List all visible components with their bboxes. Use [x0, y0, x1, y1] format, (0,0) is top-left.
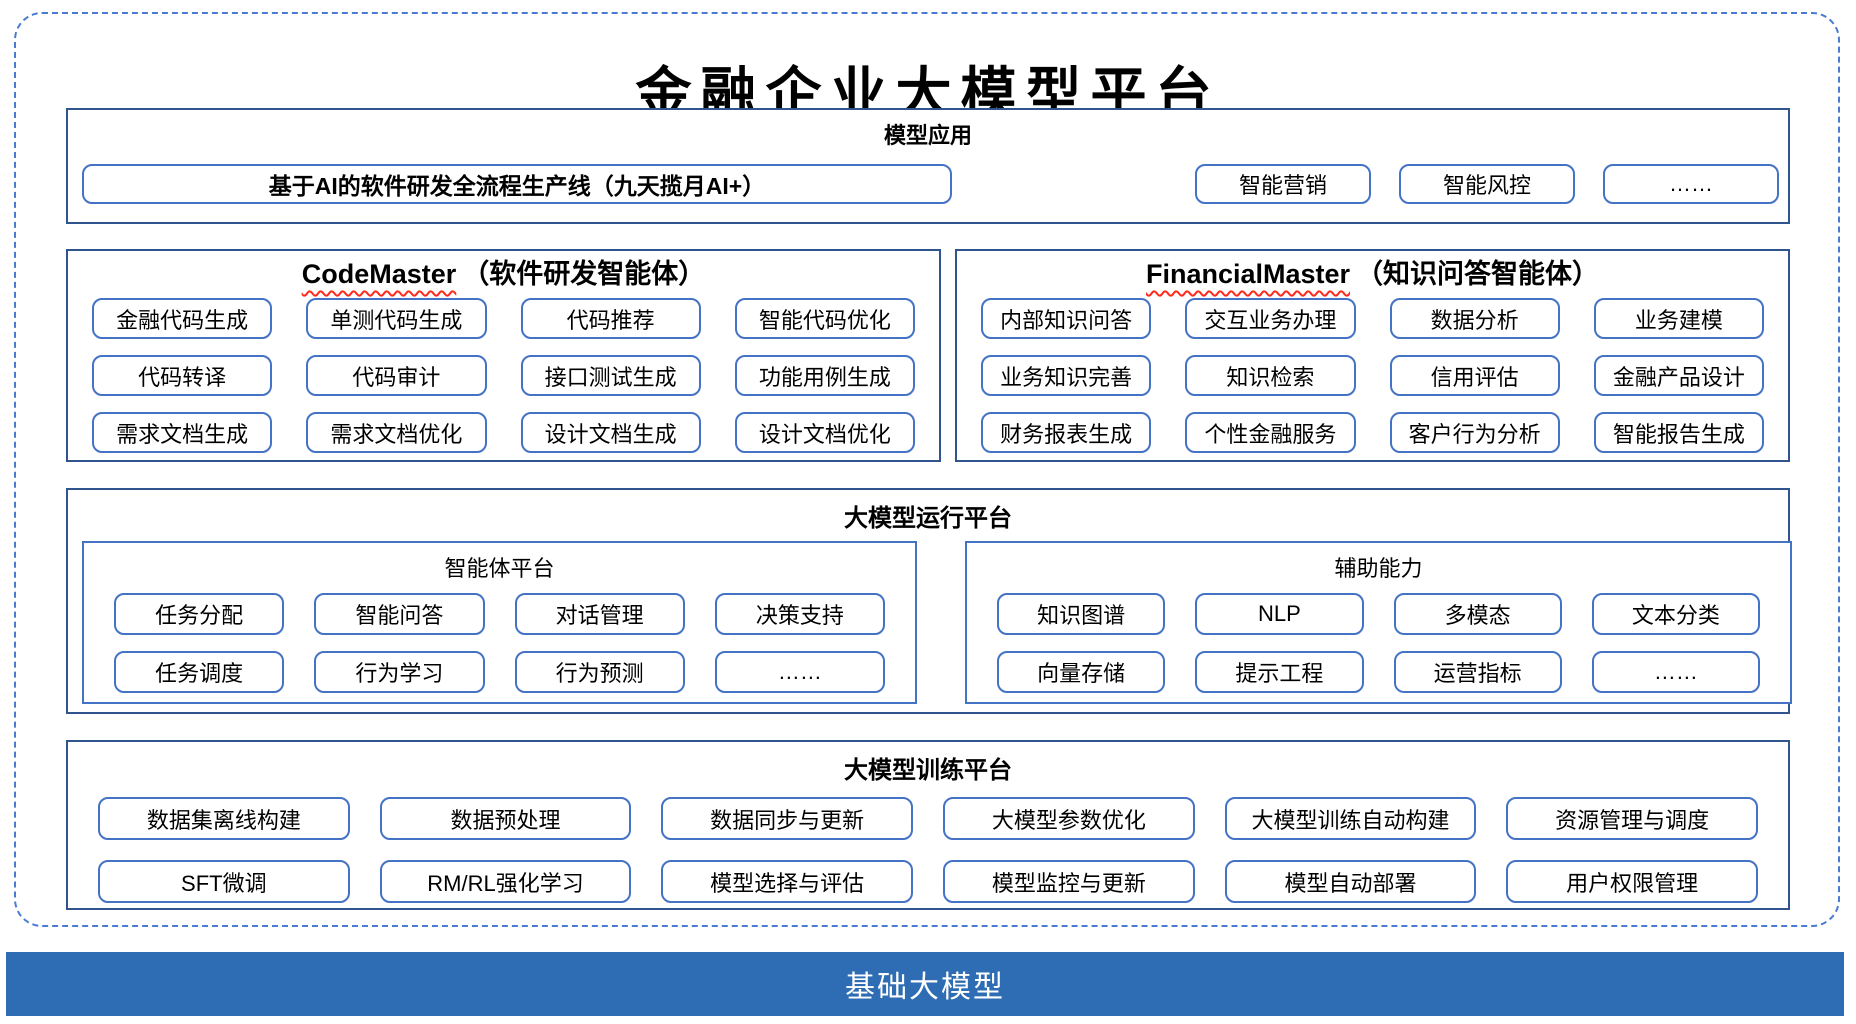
capability-box: 智能代码优化 [734, 298, 915, 340]
capability-box: 运营指标 [1393, 651, 1562, 693]
application-box: 智能风控 [1399, 164, 1575, 204]
capability-box: 数据同步与更新 [661, 797, 913, 840]
capability-box: 知识检索 [1185, 355, 1356, 397]
capability-box: RM/RL强化学习 [379, 860, 632, 903]
capability-box: 代码转译 [92, 355, 273, 397]
capability-box: 智能问答 [314, 593, 485, 635]
codemaster-capability-grid: 金融代码生成单测代码生成代码推荐智能代码优化代码转译代码审计接口测试生成功能用例… [68, 290, 939, 454]
capability-box: 代码推荐 [520, 298, 701, 340]
codemaster-name: CodeMaster [301, 259, 457, 289]
capability-box: 金融代码生成 [92, 298, 273, 340]
section-financialmaster: FinancialMaster（知识问答智能体） 内部知识问答交互业务办理数据分… [955, 249, 1790, 462]
capability-box: 交互业务办理 [1185, 298, 1356, 340]
capability-box: 行为预测 [514, 651, 685, 693]
base-model-bar: 基础大模型 [6, 952, 1844, 1016]
capability-box: 数据预处理 [379, 797, 632, 840]
subsection-agent-platform: 智能体平台 任务分配智能问答对话管理决策支持任务调度行为学习行为预测 …… [82, 541, 917, 704]
application-box-list: 智能营销智能风控 …… [1195, 164, 1779, 204]
capability-box: 提示工程 [1195, 651, 1364, 693]
capability-box: 设计文档优化 [734, 412, 915, 454]
capability-box: 决策支持 [714, 593, 885, 635]
auxiliary-title: 辅助能力 [1334, 556, 1423, 581]
subsection-auxiliary-capabilities: 辅助能力 知识图谱 NLP 多模态文本分类向量存储提示工程运营指标 …… [965, 541, 1792, 704]
section-model-application-title: 模型应用 [883, 123, 972, 148]
application-box: …… [1603, 164, 1779, 204]
capability-box: 行为学习 [314, 651, 485, 693]
application-row: 基于AI的软件研发全流程生产线（九天揽月AI+） 智能营销智能风控 …… [68, 150, 1788, 204]
codemaster-subtitle: （软件研发智能体） [462, 259, 706, 289]
financialmaster-capability-grid: 内部知识问答交互业务办理数据分析业务建模业务知识完善知识检索信用评估金融产品设计… [957, 290, 1788, 454]
capability-box: 财务报表生成 [981, 412, 1152, 454]
financialmaster-subtitle: （知识问答智能体） [1356, 259, 1600, 289]
training-platform-title: 大模型训练平台 [844, 757, 1012, 784]
capability-box: 数据集离线构建 [98, 797, 350, 840]
agent-platform-title: 智能体平台 [444, 556, 555, 581]
capability-box: 大模型训练自动构建 [1224, 797, 1477, 840]
section-runtime-platform: 大模型运行平台 智能体平台 任务分配智能问答对话管理决策支持任务调度行为学习行为… [66, 488, 1792, 714]
capability-box: 智能报告生成 [1593, 412, 1764, 454]
capability-box: 大模型参数优化 [943, 797, 1195, 840]
section-training-platform: 大模型训练平台 数据集离线构建数据预处理数据同步与更新大模型参数优化大模型训练自… [66, 740, 1790, 910]
codemaster-title: CodeMaster（软件研发智能体） [68, 251, 939, 290]
capability-box: 需求文档生成 [92, 412, 273, 454]
capability-box: 资源管理与调度 [1506, 797, 1758, 840]
capability-box: 需求文档优化 [306, 412, 487, 454]
capability-box: 文本分类 [1591, 593, 1760, 635]
capability-box: 知识图谱 [997, 593, 1166, 635]
capability-box: 对话管理 [514, 593, 685, 635]
capability-box: 任务调度 [114, 651, 285, 693]
capability-box: NLP [1195, 593, 1364, 635]
capability-box: …… [1591, 651, 1760, 693]
application-box: 智能营销 [1195, 164, 1371, 204]
capability-box: 任务分配 [114, 593, 285, 635]
section-model-application: 模型应用 基于AI的软件研发全流程生产线（九天揽月AI+） 智能营销智能风控 …… [66, 108, 1790, 224]
capability-box: 数据分析 [1389, 298, 1560, 340]
base-model-label: 基础大模型 [845, 971, 1005, 1004]
capability-box: 向量存储 [997, 651, 1166, 693]
financialmaster-name: FinancialMaster [1145, 259, 1351, 289]
capability-box: …… [714, 651, 885, 693]
capability-box: 接口测试生成 [520, 355, 701, 397]
capability-box: SFT微调 [98, 860, 350, 903]
training-capability-grid: 数据集离线构建数据预处理数据同步与更新大模型参数优化大模型训练自动构建资源管理与… [68, 785, 1788, 903]
capability-box: 设计文档生成 [520, 412, 701, 454]
capability-box: 客户行为分析 [1389, 412, 1560, 454]
dashed-border-frame [14, 12, 1840, 927]
capability-box: 个性金融服务 [1185, 412, 1356, 454]
capability-box: 内部知识问答 [981, 298, 1152, 340]
capability-box: 功能用例生成 [734, 355, 915, 397]
runtime-platform-title: 大模型运行平台 [844, 505, 1012, 532]
capability-box: 金融产品设计 [1593, 355, 1764, 397]
agent-platform-capability-grid: 任务分配智能问答对话管理决策支持任务调度行为学习行为预测 …… [84, 583, 915, 693]
section-codemaster: CodeMaster（软件研发智能体） 金融代码生成单测代码生成代码推荐智能代码… [66, 249, 941, 462]
capability-box: 模型选择与评估 [661, 860, 913, 903]
capability-box: 多模态 [1393, 593, 1562, 635]
pipeline-box: 基于AI的软件研发全流程生产线（九天揽月AI+） [82, 164, 952, 204]
capability-box: 代码审计 [306, 355, 487, 397]
financialmaster-title: FinancialMaster（知识问答智能体） [957, 251, 1788, 290]
capability-box: 业务建模 [1593, 298, 1764, 340]
capability-box: 模型自动部署 [1224, 860, 1477, 903]
capability-box: 业务知识完善 [981, 355, 1152, 397]
capability-box: 信用评估 [1389, 355, 1560, 397]
capability-box: 单测代码生成 [306, 298, 487, 340]
auxiliary-capability-grid: 知识图谱 NLP 多模态文本分类向量存储提示工程运营指标 …… [967, 583, 1790, 693]
capability-box: 用户权限管理 [1506, 860, 1758, 903]
capability-box: 模型监控与更新 [943, 860, 1195, 903]
